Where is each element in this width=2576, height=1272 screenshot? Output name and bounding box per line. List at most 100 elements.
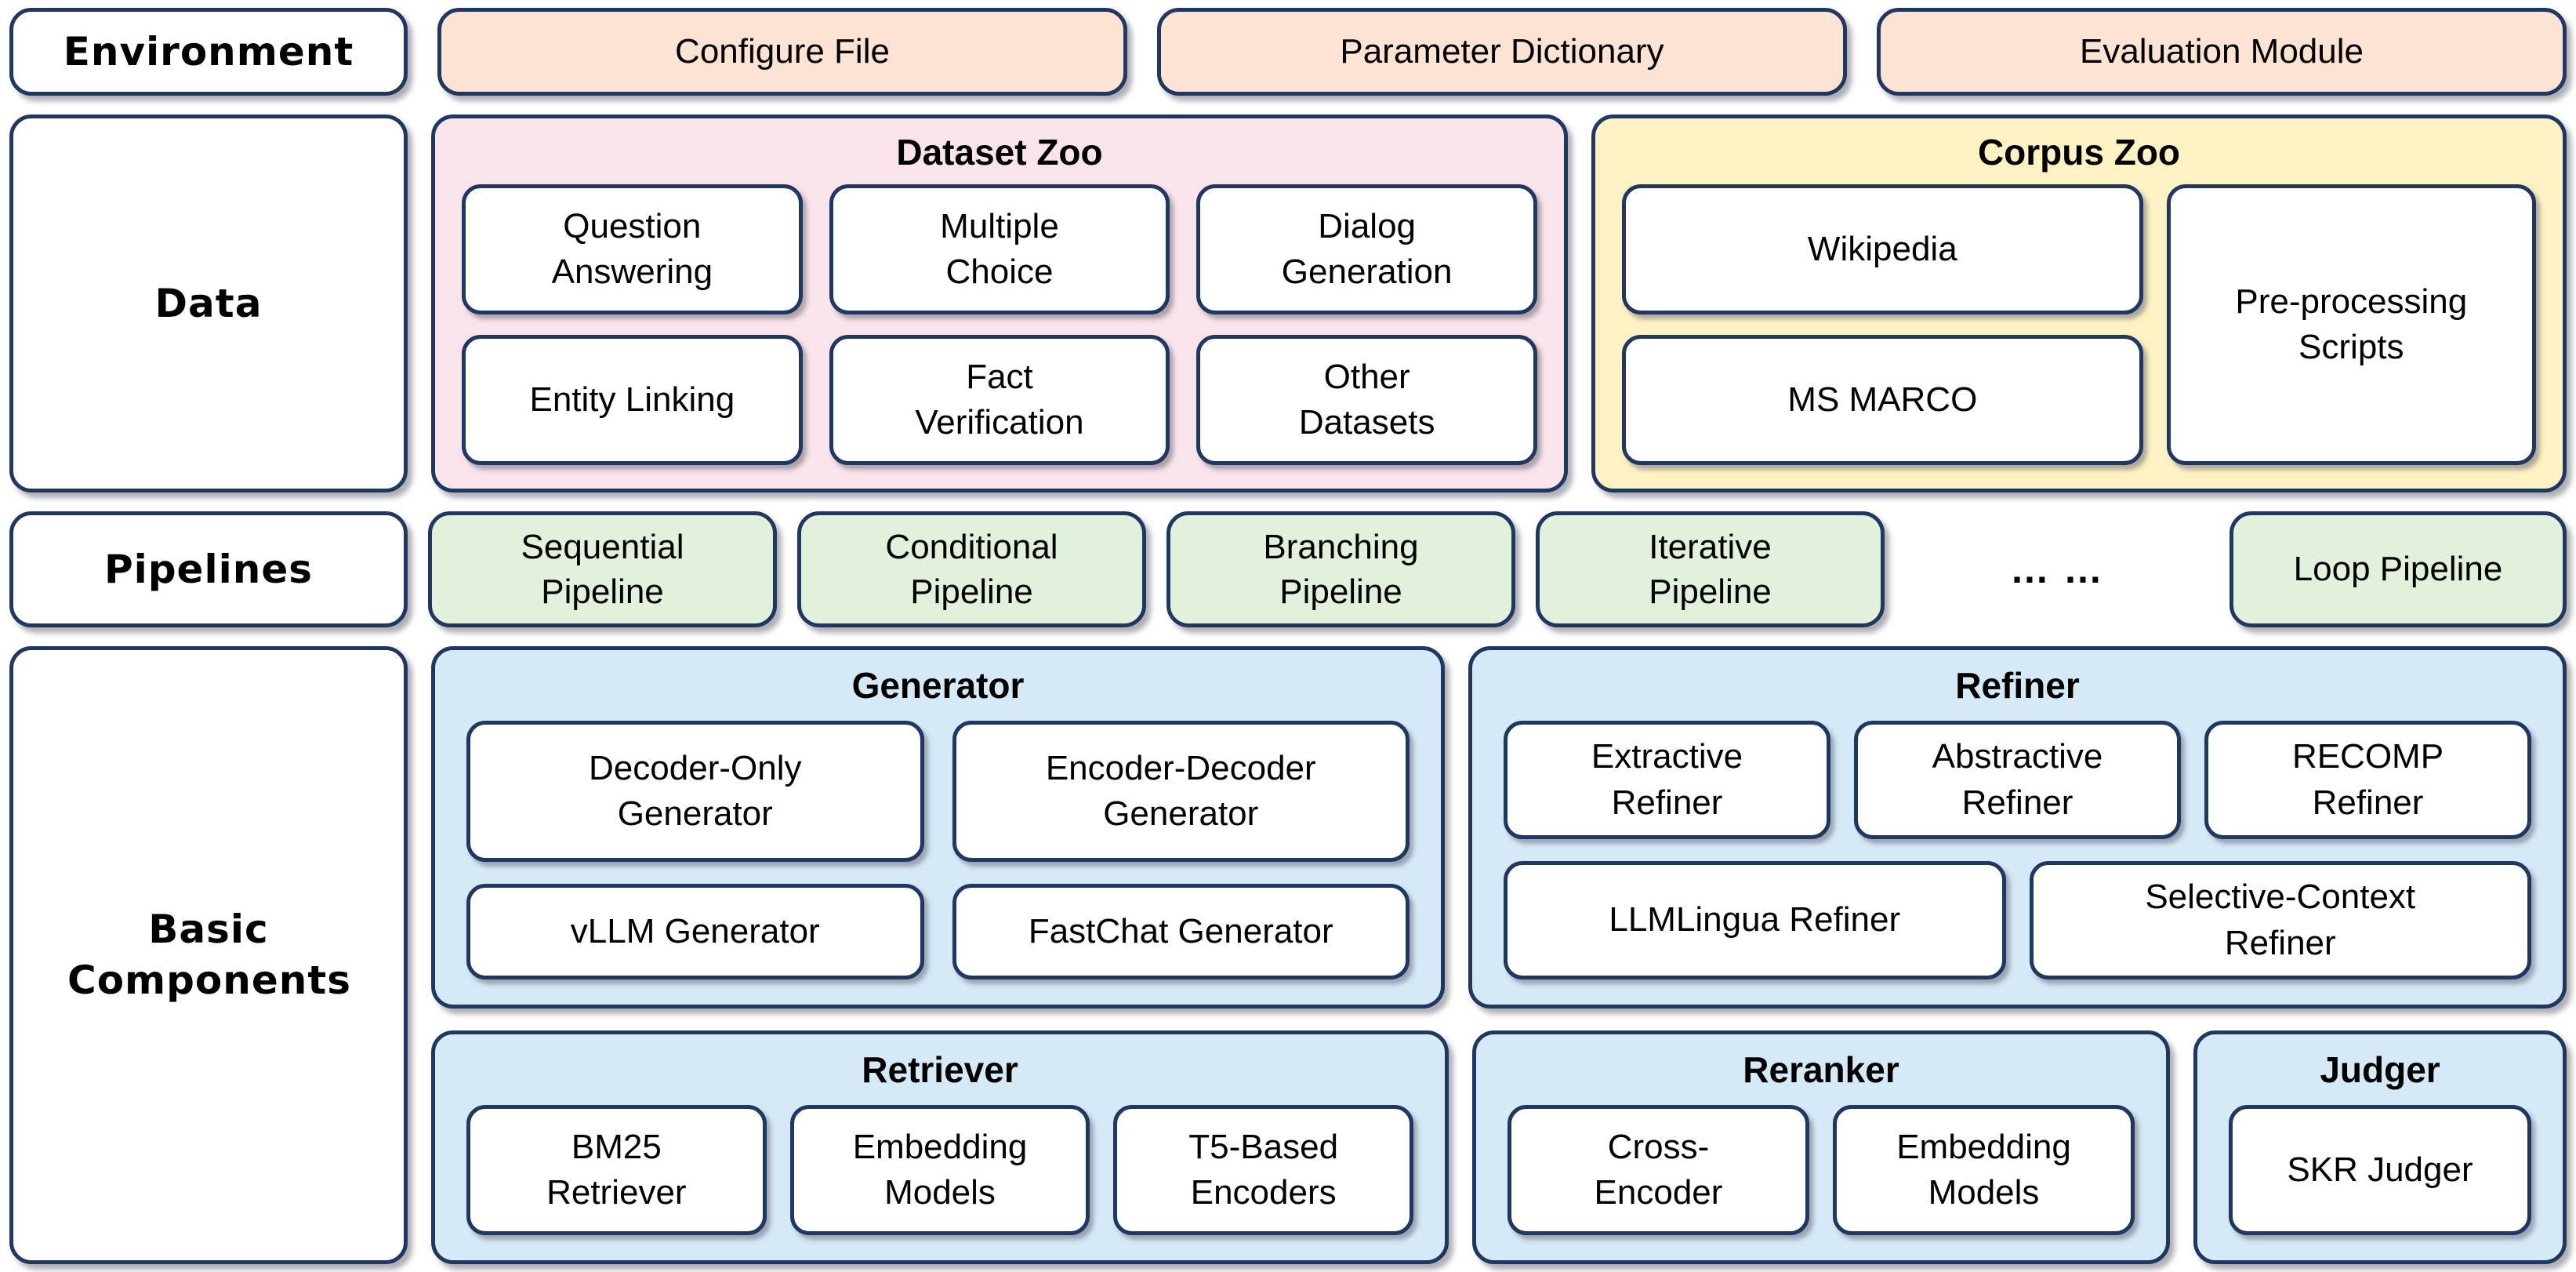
dataset-item-entity-linking: Entity Linking — [462, 335, 803, 465]
reranker-module: Reranker Cross-Encoder Embedding Models — [1472, 1030, 2170, 1264]
dataset-item-question-answering: Question Answering — [462, 184, 803, 314]
dataset-item-label: Dialog Generation — [1281, 206, 1453, 291]
data-row: Data Dataset Zoo Question Answering Mult… — [9, 114, 2567, 492]
evaluation-module-label: Evaluation Module — [2079, 32, 2364, 71]
generator-item-label: Encoder-Decoder Generator — [1045, 748, 1316, 834]
corpus-zoo-body: Wikipedia MS MARCO Pre-processing Script… — [1595, 184, 2563, 489]
retriever-item-embedding-models: Embedding Models — [789, 1105, 1090, 1235]
environment-label: Environment — [63, 28, 354, 75]
configure-file-label: Configure File — [675, 32, 890, 71]
pipeline-label: Branching Pipeline — [1263, 527, 1419, 611]
refiner-item-extractive: Extractive Refiner — [1504, 721, 1830, 839]
refiner-top-row: Extractive Refiner Abstractive Refiner R… — [1504, 721, 2531, 839]
retriever-title: Retriever — [862, 1049, 1018, 1090]
parameter-dictionary-label: Parameter Dictionary — [1340, 32, 1664, 71]
refiner-title: Refiner — [1955, 665, 2080, 706]
pipelines-row: Pipelines Sequential Pipeline Conditiona… — [9, 511, 2567, 627]
refiner-item-label: Extractive Refiner — [1591, 737, 1743, 822]
generator-item-vllm: vLLM Generator — [466, 884, 924, 979]
refiner-item-llmlingua: LLMLingua Refiner — [1504, 861, 2006, 979]
corpus-item-wikipedia: Wikipedia — [1622, 184, 2143, 314]
dataset-item-label: Fact Verification — [915, 357, 1084, 442]
generator-item-label: vLLM Generator — [570, 911, 820, 950]
environment-row: Environment Configure File Parameter Dic… — [9, 8, 2567, 96]
components-top-row: Generator Decoder-Only Generator Encoder… — [431, 646, 2567, 1009]
basic-components-label-box: Basic Components — [9, 646, 408, 1264]
generator-title: Generator — [851, 665, 1025, 706]
judger-module: Judger SKR Judger — [2193, 1030, 2567, 1264]
dataset-item-other-datasets: Other Datasets — [1196, 335, 1537, 465]
branching-pipeline-box: Branching Pipeline — [1166, 511, 1515, 627]
corpus-item-label: Wikipedia — [1807, 229, 1957, 268]
dataset-item-label: Entity Linking — [529, 380, 735, 419]
refiner-item-label: RECOMP Refiner — [2291, 737, 2444, 822]
corpus-item-label: MS MARCO — [1787, 380, 1978, 419]
dataset-item-fact-verification: Fact Verification — [829, 335, 1170, 465]
reranker-item-cross-encoder: Cross-Encoder — [1508, 1105, 1809, 1235]
refiner-item-label: Selective-Context Refiner — [2145, 878, 2416, 962]
pipeline-label: Iterative Pipeline — [1649, 527, 1772, 611]
pipelines-label: Pipelines — [103, 546, 314, 592]
basic-components-label: Basic Components — [67, 907, 352, 1003]
dataset-zoo: Dataset Zoo Question Answering Multiple … — [431, 114, 1568, 492]
generator-item-decoder-only: Decoder-Only Generator — [466, 721, 924, 863]
iterative-pipeline-box: Iterative Pipeline — [1536, 511, 1885, 627]
corpus-item-preprocessing-scripts: Pre-processing Scripts — [2166, 184, 2536, 465]
reranker-item-embedding-models: Embedding Models — [1833, 1105, 2135, 1235]
reranker-grid: Cross-Encoder Embedding Models — [1508, 1105, 2135, 1235]
judger-item-skr: SKR Judger — [2229, 1105, 2531, 1235]
judger-title: Judger — [2320, 1049, 2440, 1090]
pipeline-label: Sequential Pipeline — [521, 527, 684, 611]
parameter-dictionary-box: Parameter Dictionary — [1157, 8, 1847, 96]
dataset-item-label: Other Datasets — [1298, 357, 1435, 442]
generator-item-encoder-decoder: Encoder-Decoder Generator — [952, 721, 1410, 863]
retriever-item-t5-encoders: T5-Based Encoders — [1113, 1105, 1414, 1235]
corpus-zoo: Corpus Zoo Wikipedia MS MARCO Pre-proces… — [1591, 114, 2567, 492]
dataset-item-multiple-choice: Multiple Choice — [829, 184, 1170, 314]
pipelines-label-box: Pipelines — [9, 511, 408, 627]
refiner-item-abstractive: Abstractive Refiner — [1854, 721, 2181, 839]
corpus-zoo-stack: Wikipedia MS MARCO — [1622, 184, 2143, 465]
refiner-grid: Extractive Refiner Abstractive Refiner R… — [1504, 721, 2531, 979]
pipeline-label: Loop Pipeline — [2293, 550, 2503, 589]
generator-item-fastchat: FastChat Generator — [952, 884, 1410, 979]
configure-file-box: Configure File — [437, 8, 1127, 96]
refiner-module: Refiner Extractive Refiner Abstractive R… — [1468, 646, 2567, 1009]
generator-item-label: Decoder-Only Generator — [589, 748, 802, 834]
reranker-item-label: Embedding Models — [1896, 1127, 2071, 1212]
judger-grid: SKR Judger — [2229, 1105, 2531, 1235]
data-label-box: Data — [9, 114, 408, 492]
refiner-item-selective-context: Selective-Context Refiner — [2029, 861, 2531, 979]
components-bottom-row: Retriever BM25 Retriever Embedding Model… — [431, 1030, 2567, 1264]
corpus-item-ms-marco: MS MARCO — [1622, 335, 2143, 465]
judger-item-label: SKR Judger — [2287, 1150, 2473, 1189]
retriever-item-label: Embedding Models — [852, 1127, 1028, 1212]
dataset-zoo-grid: Question Answering Multiple Choice Dialo… — [435, 184, 1564, 489]
pipelines-ellipsis: … … — [2010, 547, 2104, 591]
dataset-item-dialog-generation: Dialog Generation — [1196, 184, 1537, 314]
data-label: Data — [154, 280, 263, 326]
conditional-pipeline-box: Conditional Pipeline — [797, 511, 1146, 627]
reranker-item-label: Cross-Encoder — [1594, 1127, 1723, 1212]
refiner-item-label: LLMLingua Refiner — [1609, 900, 1901, 939]
pipeline-label: Conditional Pipeline — [885, 527, 1058, 611]
retriever-item-label: T5-Based Encoders — [1188, 1127, 1339, 1212]
dataset-zoo-title: Dataset Zoo — [896, 132, 1103, 173]
retriever-module: Retriever BM25 Retriever Embedding Model… — [431, 1030, 1449, 1264]
dataset-item-label: Question Answering — [551, 206, 713, 291]
basic-components-row: Basic Components Generator Decoder-Only … — [9, 646, 2567, 1264]
refiner-bottom-row: LLMLingua Refiner Selective-Context Refi… — [1504, 861, 2531, 979]
components-area: Generator Decoder-Only Generator Encoder… — [431, 646, 2567, 1264]
generator-module: Generator Decoder-Only Generator Encoder… — [431, 646, 1445, 1009]
loop-pipeline-box: Loop Pipeline — [2230, 511, 2567, 627]
environment-label-box: Environment — [9, 8, 408, 96]
evaluation-module-box: Evaluation Module — [1877, 8, 2567, 96]
generator-grid: Decoder-Only Generator Encoder-Decoder G… — [466, 721, 1410, 979]
refiner-item-recomp: RECOMP Refiner — [2204, 721, 2531, 839]
sequential-pipeline-box: Sequential Pipeline — [428, 511, 777, 627]
corpus-zoo-title: Corpus Zoo — [1977, 132, 2181, 173]
refiner-item-label: Abstractive Refiner — [1932, 737, 2103, 822]
retriever-item-bm25: BM25 Retriever — [466, 1105, 767, 1235]
retriever-item-label: BM25 Retriever — [546, 1127, 687, 1212]
